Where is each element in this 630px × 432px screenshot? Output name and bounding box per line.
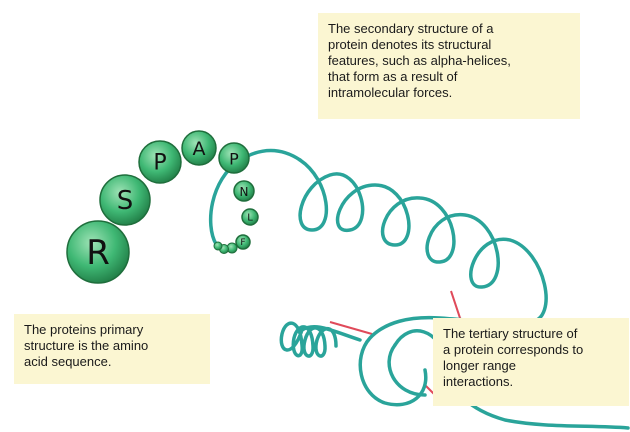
amino-acid-label: S: [117, 186, 134, 216]
amino-acid-label: F: [240, 238, 245, 248]
amino-acid-bead-small: [214, 242, 222, 250]
note-primary-structure: The proteins primary structure is the am…: [14, 314, 210, 384]
amino-acid-label: R: [86, 233, 110, 273]
amino-acid-label: L: [247, 213, 253, 224]
amino-acid-label: A: [193, 138, 206, 160]
note-secondary-structure: The secondary structure of a protein den…: [318, 13, 580, 119]
note-tertiary-structure: The tertiary structure of a protein corr…: [433, 318, 629, 406]
backbone-tail-2: [389, 345, 425, 395]
amino-acid-label: N: [240, 185, 249, 199]
amino-acid-label: P: [153, 151, 166, 176]
backbone-large-helix: [300, 160, 546, 322]
amino-acid-label: P: [229, 150, 239, 169]
